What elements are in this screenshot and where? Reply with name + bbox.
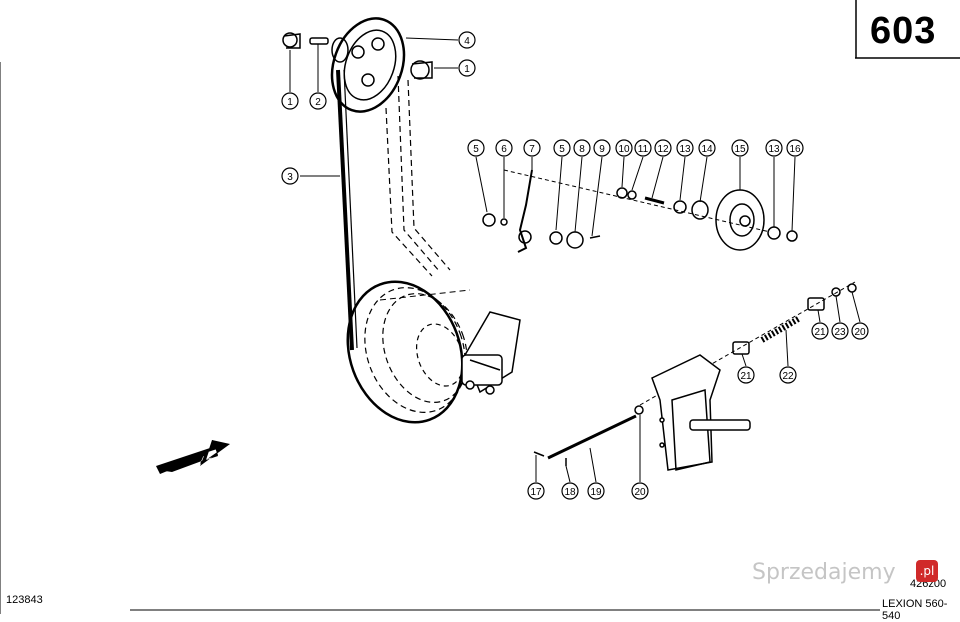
callout-9: 9: [593, 139, 611, 157]
callout-12: 12: [654, 139, 672, 157]
callout-5a: 5: [467, 139, 485, 157]
callout-18: 18: [561, 482, 579, 500]
leader-lines: [289, 37, 861, 483]
svg-text:18: 18: [564, 487, 576, 498]
callout-19: 19: [587, 482, 605, 500]
callout-10: 10: [615, 139, 633, 157]
pin-2: [309, 37, 329, 45]
bush-1-right: [410, 60, 433, 80]
callout-20b: 20: [631, 482, 649, 500]
svg-text:4: 4: [464, 36, 470, 47]
callout-13b: 13: [765, 139, 783, 157]
callout-4: 4: [458, 31, 476, 49]
callout-1b: 1: [458, 59, 476, 77]
callout-21a: 21: [811, 322, 829, 340]
svg-text:8: 8: [579, 144, 585, 155]
gearbox: [461, 311, 521, 395]
svg-text:1: 1: [464, 64, 470, 75]
callout-7: 7: [523, 139, 541, 157]
callout-2: 2: [309, 92, 327, 110]
callout-23: 23: [831, 322, 849, 340]
svg-text:7: 7: [529, 144, 535, 155]
svg-text:1: 1: [287, 97, 293, 108]
assembly-axis: [503, 169, 771, 233]
direction-arrow-head-icon: [156, 440, 230, 474]
footer-model: LEXION 560-540: [882, 598, 948, 622]
callout-17: 17: [527, 482, 545, 500]
bush-1-left: [282, 32, 301, 49]
drive-belt: [336, 69, 358, 351]
svg-text:13: 13: [679, 144, 691, 155]
callout-16: 16: [786, 139, 804, 157]
watermark-badge: .pl: [916, 560, 938, 582]
svg-text:14: 14: [701, 144, 713, 155]
svg-text:6: 6: [501, 144, 507, 155]
svg-text:9: 9: [599, 144, 605, 155]
callout-1a: 1: [281, 92, 299, 110]
svg-text:22: 22: [782, 371, 794, 382]
svg-text:23: 23: [834, 327, 846, 338]
svg-text:15: 15: [734, 144, 746, 155]
svg-text:2: 2: [315, 97, 321, 108]
svg-text:12: 12: [657, 144, 669, 155]
svg-text:5: 5: [559, 144, 565, 155]
svg-text:20: 20: [634, 487, 646, 498]
callout-11: 11: [634, 139, 652, 157]
lower-pulley: [346, 280, 471, 424]
svg-text:17: 17: [530, 487, 542, 498]
callout-13a: 13: [676, 139, 694, 157]
rod-assembly: [533, 405, 644, 466]
svg-text:19: 19: [590, 487, 602, 498]
svg-text:13: 13: [768, 144, 780, 155]
callout-3: 3: [281, 167, 299, 185]
callout-5b: 5: [553, 139, 571, 157]
callout-15: 15: [731, 139, 749, 157]
watermark-text: Sprzedajemy: [752, 560, 896, 585]
svg-text:20: 20: [854, 327, 866, 338]
svg-text:3: 3: [287, 172, 293, 183]
footer-left-code: 123843: [6, 594, 43, 606]
page-number: 603: [870, 10, 937, 52]
svg-text:21: 21: [814, 327, 826, 338]
bracket: [651, 354, 751, 471]
callouts: 1 2 4 1 3 5 6 7 5 8 9 10 11 12 13 14 15 …: [281, 31, 869, 500]
belt-dashed: [385, 75, 451, 277]
callout-22: 22: [779, 366, 797, 384]
svg-text:10: 10: [618, 144, 630, 155]
callout-6: 6: [495, 139, 513, 157]
callout-20a: 20: [851, 322, 869, 340]
callout-21b: 21: [737, 366, 755, 384]
svg-text:5: 5: [473, 144, 479, 155]
svg-text:11: 11: [638, 144, 649, 155]
upper-pulley: [330, 17, 406, 113]
callout-8: 8: [573, 139, 591, 157]
svg-text:21: 21: [740, 371, 752, 382]
callout-14: 14: [698, 139, 716, 157]
idler-assembly-parts: [482, 169, 798, 253]
svg-text:16: 16: [789, 144, 801, 155]
